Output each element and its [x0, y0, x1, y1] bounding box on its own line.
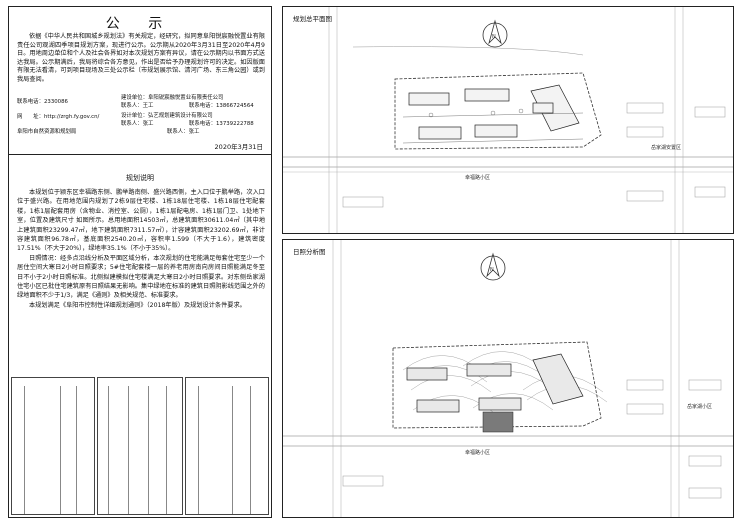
sunlight-panel: 日照分析图 N — [282, 239, 734, 518]
plan-paragraph: 本规划位于颍东区幸福路东侧、鹏举路南侧、盛兴路西侧，主入口位于鹏举路，次入口位于… — [17, 189, 265, 253]
notice-title: 公 示 — [105, 16, 175, 32]
plan-description: 规划说明 本规划位于颍东区幸福路东侧、鹏举路南侧、盛兴路西侧，主入口位于鹏举路，… — [9, 155, 271, 365]
plan-body: 本规划位于颍东区幸福路东侧、鹏举路南侧、盛兴路西侧，主入口位于鹏举路，次入口位于… — [17, 188, 265, 310]
building-table — [97, 377, 183, 515]
site-plan-drawing: N — [283, 7, 733, 233]
builder: 建设单位：阜阳锐宸融悦置业有限责任公司 — [121, 95, 224, 101]
public-notice: 公 示 依据《中华人民共和国城乡规划法》有关规定，经研究，拟同意阜阳锐宸融悦置业… — [9, 7, 271, 155]
area-table — [185, 377, 269, 515]
site-road-label: 幸福路小区 — [465, 174, 490, 181]
plan-paragraph: 本规划满足《阜阳市控制性详细规划通则》（2018年版）及规划设计条件要求。 — [29, 301, 246, 309]
builder-phone: 联系电话：13866724564 — [189, 103, 254, 109]
svg-text:N: N — [492, 34, 496, 40]
designer-contact: 联系人：张工 — [121, 121, 154, 127]
left-web: 网 址：http://zrgh.fy.gov.cn/ — [17, 114, 100, 120]
extra-contact: 联系人：张工 — [167, 129, 200, 135]
plan-paragraph: 日照情况：经多点沿线分析及平面区域分析，本次规划的住宅能满足每套住宅至少一个居住… — [17, 254, 265, 300]
site-neighbor-label: 岳家湖安置区 — [651, 144, 681, 151]
designer: 设计单位：弘艺规划建筑设计有限公司 — [121, 113, 213, 119]
plan-heading: 规划说明 — [126, 174, 154, 182]
notice-date: 2020年3月31日 — [214, 143, 263, 151]
sun-neighbor-label: 岳家湖小区 — [687, 403, 712, 410]
designer-phone: 联系电话：13739222788 — [189, 121, 254, 127]
indicator-table — [11, 377, 95, 515]
sunlight-drawing: N — [283, 240, 733, 517]
notice-body: 依据《中华人民共和国城乡规划法》有关规定，经研究，拟同意阜阳锐宸融悦置业有限责任… — [17, 33, 265, 83]
svg-text:N: N — [490, 267, 494, 273]
site-plan-label: 规划总平面图 — [293, 15, 332, 23]
north-arrow-icon: N — [482, 19, 508, 48]
left-phone: 联系电话：2330086 — [17, 99, 68, 105]
builder-contact: 联系人：王工 — [121, 103, 154, 109]
site-plan-panel: 规划总平面图 N — [282, 6, 734, 234]
north-arrow-icon: N — [480, 252, 506, 281]
left-org: 阜阳市自然资源和规划局 — [17, 129, 77, 135]
technical-tables — [11, 377, 269, 515]
sunlight-label: 日照分析图 — [293, 248, 326, 256]
left-column: 公 示 依据《中华人民共和国城乡规划法》有关规定，经研究，拟同意阜阳锐宸融悦置业… — [8, 6, 272, 518]
sun-road-label: 幸福路小区 — [465, 449, 490, 456]
